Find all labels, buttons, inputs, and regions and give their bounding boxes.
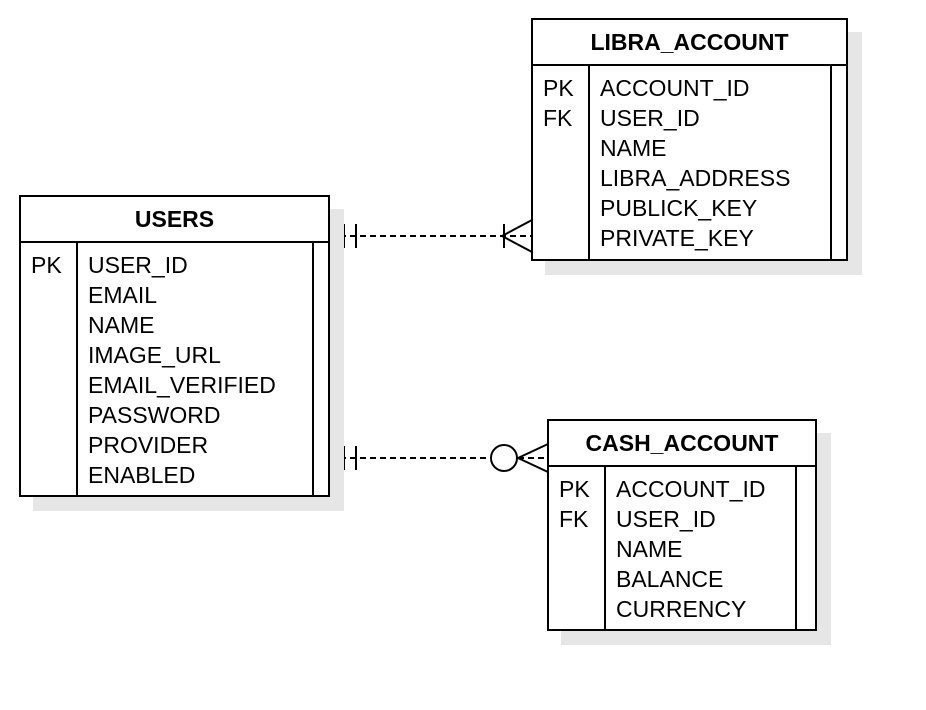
field-cell: USER_ID	[600, 105, 700, 131]
field-cell: USER_ID	[616, 506, 716, 532]
key-cell: FK	[559, 506, 589, 532]
field-column: ACCOUNT_ID USER_ID NAME LIBRA_ADDRESS PU…	[590, 66, 832, 259]
key-cell	[559, 564, 604, 594]
key-cell: PK	[31, 252, 62, 278]
field-cell: ENABLED	[88, 462, 196, 488]
key-cell	[559, 594, 604, 624]
key-cell	[559, 534, 604, 564]
entity-libra-account[interactable]: LIBRA_ACCOUNT PK FK ACCOUNT_ID USER_ID N…	[531, 18, 848, 261]
zero-circle	[490, 444, 518, 472]
entity-body: PK FK ACCOUNT_ID USER_ID NAME BALANCE CU…	[549, 467, 815, 629]
entity-body: PK USER_ID EMAIL NAME IMAGE_URL EMAIL_VE…	[21, 243, 328, 495]
key-cell	[31, 310, 76, 340]
field-cell: ACCOUNT_ID	[616, 476, 766, 502]
entity-body: PK FK ACCOUNT_ID USER_ID NAME LIBRA_ADDR…	[533, 66, 846, 259]
field-cell: PASSWORD	[88, 402, 221, 428]
field-cell: BALANCE	[616, 566, 724, 592]
entity-title: LIBRA_ACCOUNT	[533, 20, 846, 66]
field-cell: CURRENCY	[616, 596, 747, 622]
field-column: ACCOUNT_ID USER_ID NAME BALANCE CURRENCY	[606, 467, 797, 629]
field-cell: NAME	[616, 536, 683, 562]
crowfoot-lower	[501, 235, 533, 253]
key-column: PK FK	[549, 467, 606, 629]
key-column: PK	[21, 243, 78, 495]
field-cell: LIBRA_ADDRESS	[600, 165, 791, 191]
key-cell	[543, 223, 588, 253]
field-cell: PROVIDER	[88, 432, 209, 458]
field-cell: PRIVATE_KEY	[600, 225, 754, 251]
field-cell: NAME	[88, 312, 155, 338]
crowfoot-upper	[517, 443, 549, 459]
key-cell	[31, 430, 76, 460]
crowfoot-upper	[501, 219, 533, 237]
field-cell: USER_ID	[88, 252, 188, 278]
key-cell	[31, 340, 76, 370]
key-cell	[31, 400, 76, 430]
entity-cash-account[interactable]: CASH_ACCOUNT PK FK ACCOUNT_ID USER_ID NA…	[547, 419, 817, 631]
field-cell: EMAIL	[88, 282, 158, 308]
key-cell	[543, 193, 588, 223]
key-cell: FK	[543, 105, 573, 131]
key-cell	[543, 163, 588, 193]
field-cell: PUBLICK_KEY	[600, 195, 758, 221]
entity-title: USERS	[21, 197, 328, 243]
key-column: PK FK	[533, 66, 590, 259]
key-cell: PK	[543, 75, 574, 101]
field-cell: ACCOUNT_ID	[600, 75, 750, 101]
entity-users[interactable]: USERS PK USER_ID EMAIL NAME IMAGE_URL EM…	[19, 195, 330, 497]
key-cell	[31, 280, 76, 310]
rel-users-libra	[330, 219, 533, 253]
key-cell: PK	[559, 476, 590, 502]
field-cell: IMAGE_URL	[88, 342, 221, 368]
key-cell	[31, 370, 76, 400]
crowfoot-lower	[517, 457, 549, 473]
entity-title: CASH_ACCOUNT	[549, 421, 815, 467]
field-cell: NAME	[600, 135, 667, 161]
key-cell	[543, 133, 588, 163]
rel-users-cash	[330, 443, 549, 473]
field-column: USER_ID EMAIL NAME IMAGE_URL EMAIL_VERIF…	[78, 243, 314, 495]
key-cell	[31, 460, 76, 490]
field-cell: EMAIL_VERIFIED	[88, 372, 276, 398]
